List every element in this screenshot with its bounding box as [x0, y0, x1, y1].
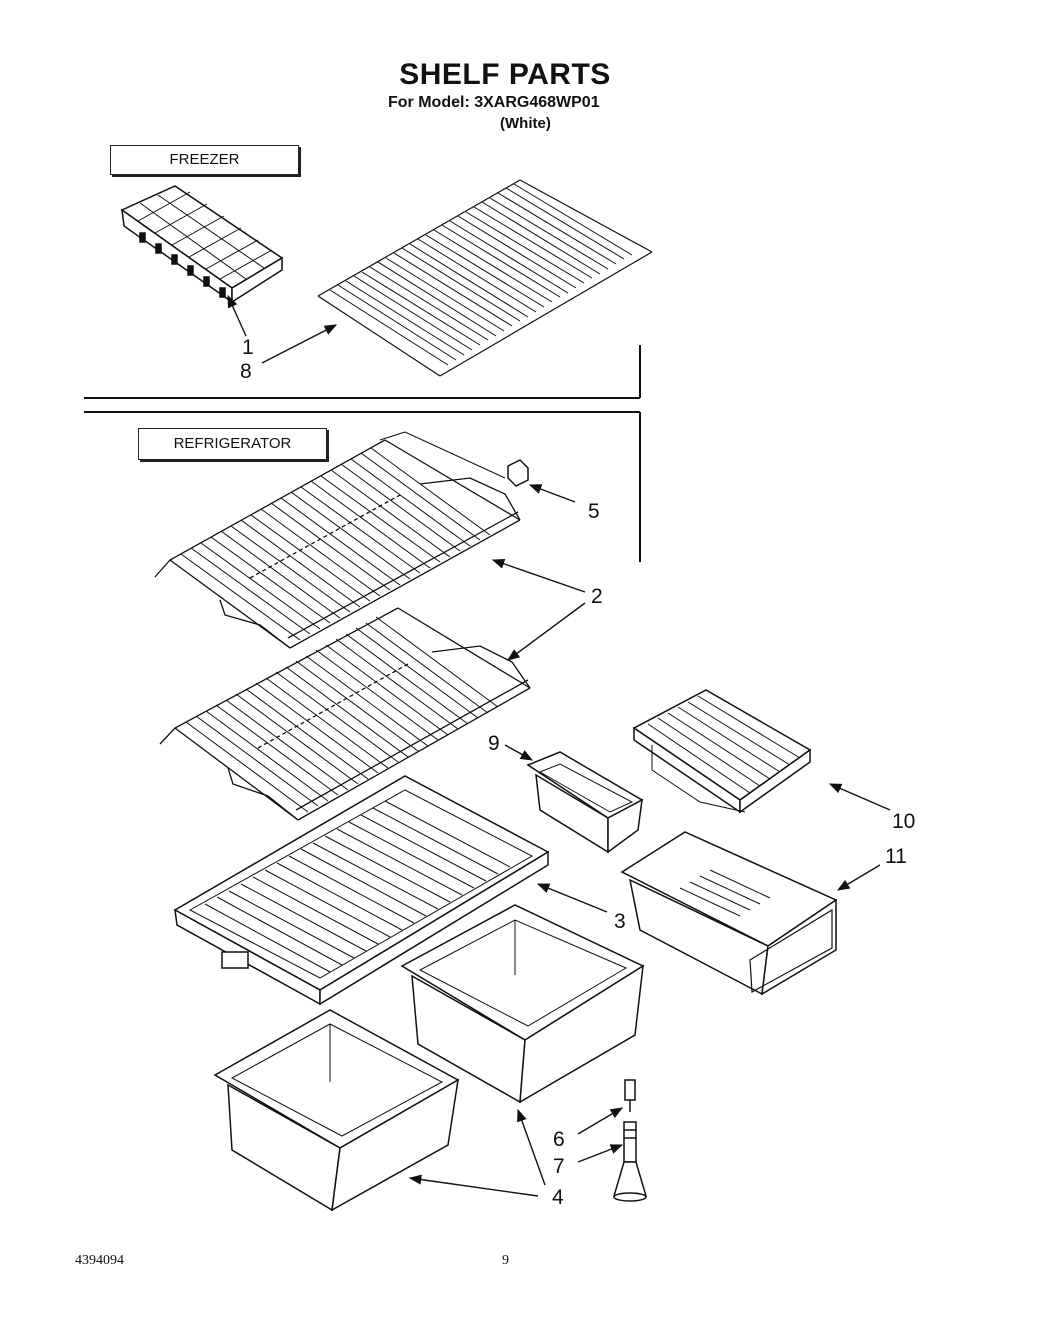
color-line: (White): [500, 115, 551, 132]
small-bin-part: [526, 751, 644, 854]
page-number: 9: [502, 1253, 509, 1268]
callout-2: 2: [591, 585, 603, 608]
refrigerator-section-label: REFRIGERATOR: [138, 428, 327, 460]
leader-lines: [227, 294, 891, 1197]
meat-drawer-part: [620, 831, 838, 996]
callout-11: 11: [885, 845, 907, 868]
callout-7: 7: [553, 1155, 565, 1178]
model-line: For Model: 3XARG468WP01: [388, 94, 600, 111]
callout-4: 4: [552, 1186, 564, 1209]
callout-5: 5: [588, 500, 600, 523]
connector-part: [379, 431, 529, 487]
crisper-pan-front-part: [213, 1009, 460, 1212]
freezer-section-label: FREEZER: [110, 145, 299, 175]
refrigerator-shelf-upper-part: [154, 439, 521, 649]
callout-1: 1: [242, 336, 254, 359]
document-number: 4394094: [75, 1253, 124, 1268]
callout-9: 9: [488, 732, 500, 755]
freezer-shelf-part: [317, 179, 653, 377]
leveling-leg-part: [612, 1079, 648, 1202]
callout-10: 10: [892, 810, 916, 833]
callout-6: 6: [553, 1128, 565, 1151]
callout-8: 8: [240, 360, 252, 383]
section-dividers: [84, 345, 641, 562]
callout-3: 3: [614, 910, 626, 933]
crisper-pan-back-part: [400, 904, 645, 1104]
ice-tray-part: [120, 185, 284, 304]
page-title: SHELF PARTS: [399, 58, 611, 91]
drawer-cover-part: [632, 689, 812, 814]
crisper-cover-part: [173, 775, 550, 1006]
refrigerator-shelf-lower-part: [159, 607, 531, 821]
